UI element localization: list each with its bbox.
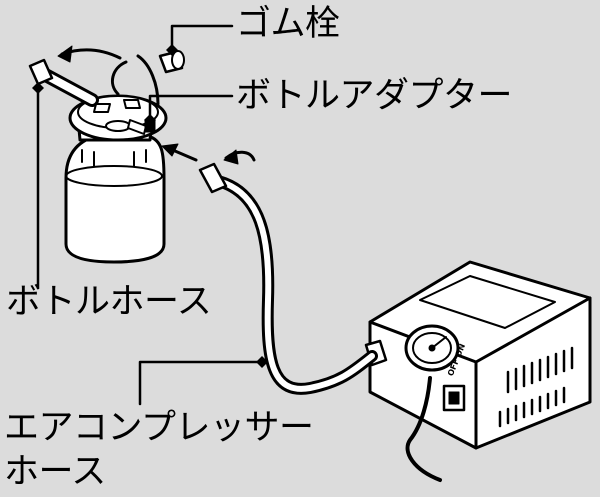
hose-fitting [198, 162, 228, 194]
compressor-hose-outline [208, 174, 378, 395]
bottle-hose-label: ボトルホース [6, 282, 212, 322]
compressor-hose-label-line1: エアコンプレッサー [4, 408, 314, 448]
vent-slots [498, 346, 574, 428]
leader-lines [36, 24, 264, 406]
compressor-hose-label-line2: ホース [4, 452, 106, 492]
power-switch [442, 384, 466, 412]
bottle-adapter [68, 94, 168, 142]
rubber-plug-label: ゴム栓 [236, 4, 340, 44]
bottle-adapter-label: ボトルアダプター [236, 76, 513, 116]
leader-markers [32, 44, 268, 368]
compressor-hose-core [211, 177, 375, 392]
power-cord [405, 376, 442, 482]
rubber-plug [158, 50, 185, 74]
arrow-heads [57, 45, 239, 165]
air-compressor [364, 260, 592, 482]
bottle-hose [28, 58, 99, 107]
pressure-gauge [404, 324, 460, 372]
